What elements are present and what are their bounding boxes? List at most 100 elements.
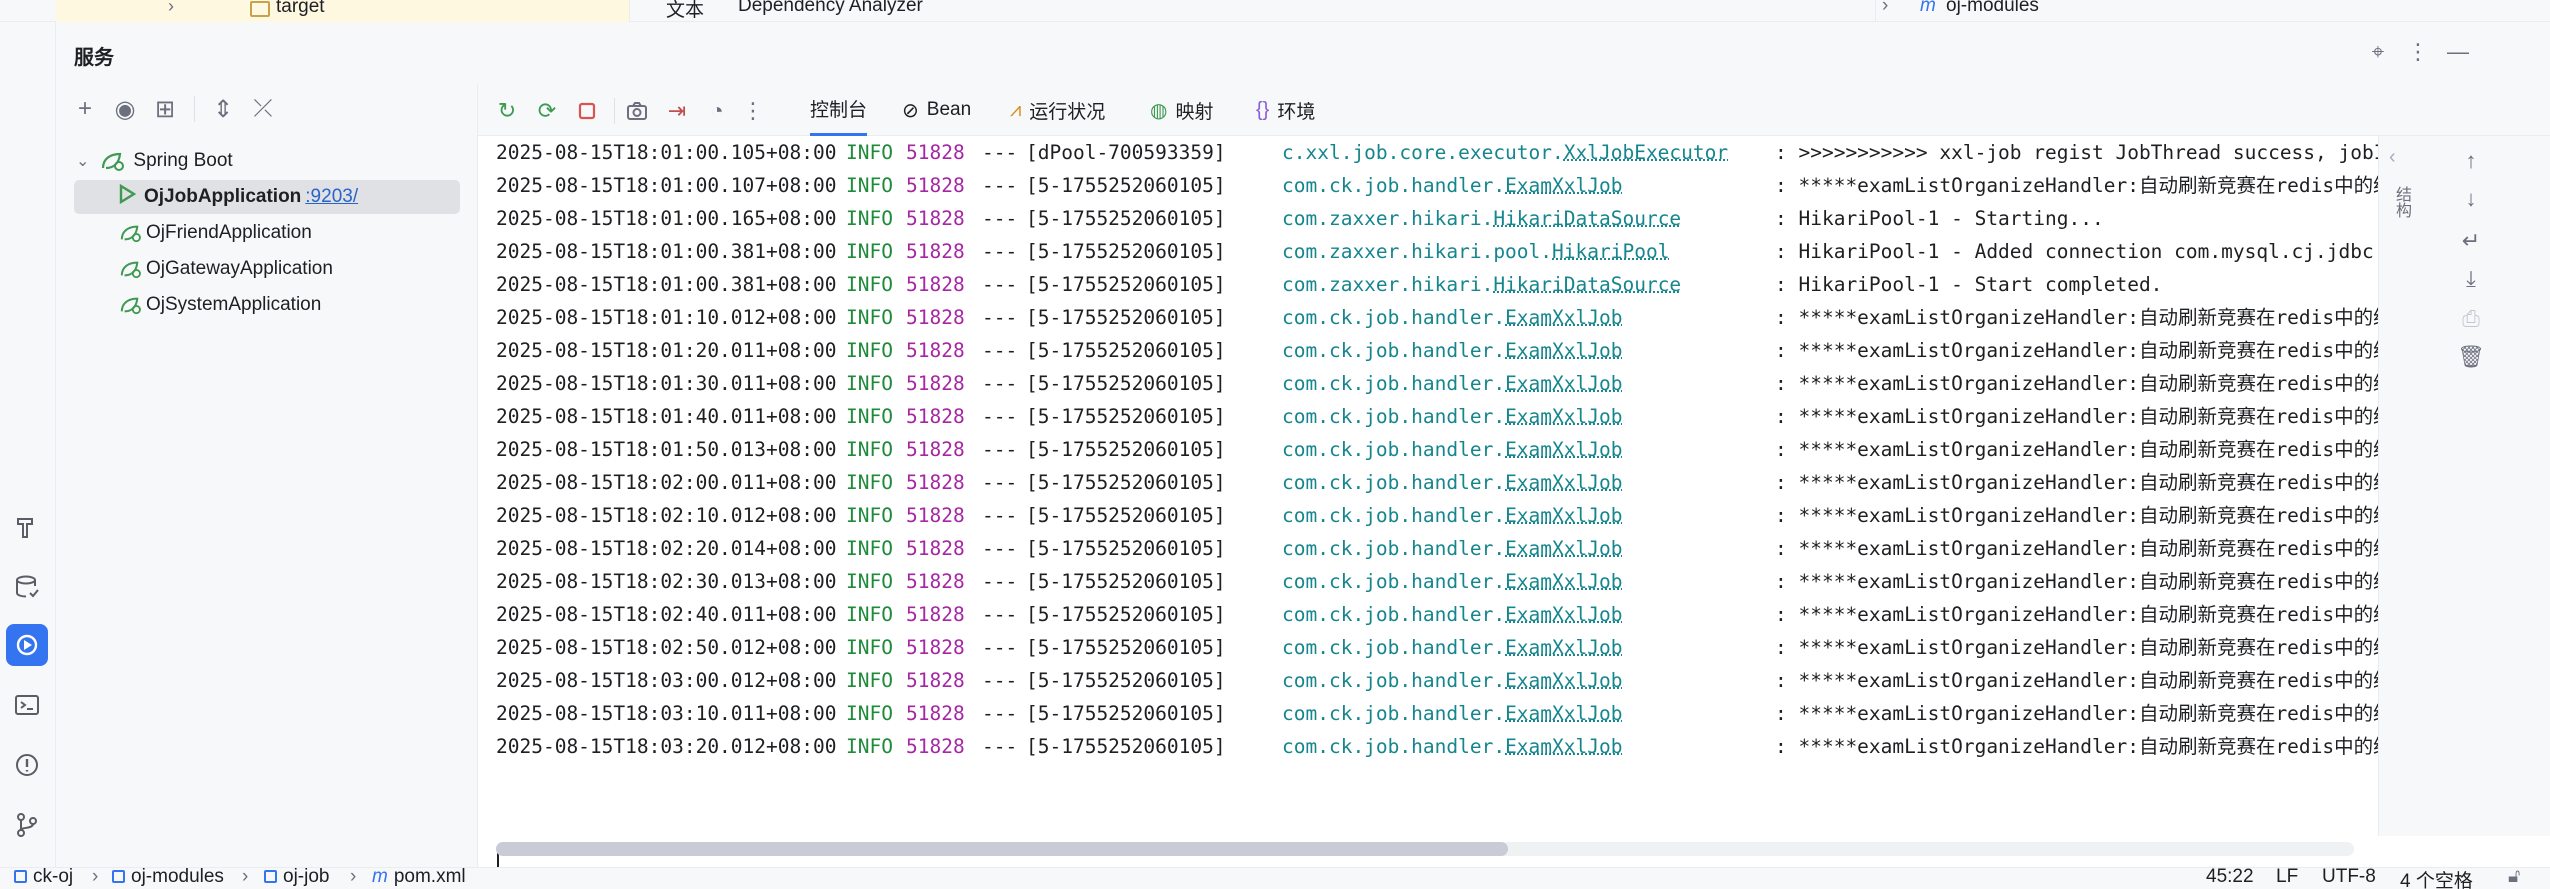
rerun-icon[interactable]: ↻	[492, 96, 522, 126]
exit-icon[interactable]: ⇥	[662, 96, 692, 126]
logger-class-link[interactable]: HikariDataSource	[1493, 273, 1681, 296]
eye-icon[interactable]: ◉	[110, 94, 140, 124]
indent-setting[interactable]: 4 个空格	[2400, 866, 2473, 889]
log-message: : *****examListOrganizeHandler:自动刷新竞赛在re…	[1775, 598, 2378, 631]
scroll-to-end-icon[interactable]: ⤓	[2456, 264, 2486, 294]
caret-position[interactable]: 45:22	[2206, 866, 2254, 888]
log-pid: 51828	[906, 202, 965, 235]
soft-wrap-icon[interactable]: ↵	[2456, 226, 2486, 256]
problems-tool-button[interactable]	[6, 744, 48, 786]
log-pid: 51828	[906, 697, 965, 730]
tab-mapping[interactable]: ◍ 映射	[1150, 84, 1213, 136]
crosshair-icon[interactable]: ⌖	[2364, 38, 2392, 66]
logger-class-link[interactable]: ExamXxlJob	[1505, 339, 1622, 362]
logger-class-link[interactable]: XxlJobExecutor	[1564, 141, 1728, 164]
tab-console[interactable]: 控制台	[810, 84, 867, 136]
log-pid: 51828	[906, 367, 965, 400]
expand-all-icon[interactable]: ⇕	[208, 94, 238, 124]
build-tool-button[interactable]	[6, 506, 48, 548]
tree-node-spring-boot[interactable]: ⌄ Spring Boot	[76, 144, 233, 178]
stop-icon[interactable]	[572, 96, 602, 126]
services-tool-button[interactable]	[6, 624, 48, 666]
tree-node-ojjobapplication[interactable]: OjJobApplication :9203/	[74, 180, 460, 214]
tab-environment[interactable]: {} 环境	[1256, 84, 1315, 136]
log-logger: com.ck.job.handler.ExamXxlJob	[1282, 169, 1622, 202]
trash-icon[interactable]: 🗑	[2456, 342, 2486, 372]
logger-class-link[interactable]: ExamXxlJob	[1505, 603, 1622, 626]
tab-health[interactable]: ⩘ 运行状况	[1010, 84, 1105, 136]
collapse-all-icon[interactable]: ⤫	[248, 94, 278, 124]
structure-label[interactable]: 结构	[2389, 186, 2413, 218]
app-port-link[interactable]: :9203/	[305, 186, 358, 208]
module-icon	[264, 870, 277, 883]
run-triangle-icon	[118, 184, 136, 210]
arrow-down-icon[interactable]: ↓	[2456, 184, 2486, 214]
logger-class-link[interactable]: HikariPool	[1552, 240, 1669, 263]
console-log-output[interactable]: 2025-08-15T18:01:00.105+08:00INFO51828--…	[478, 136, 2378, 836]
log-level: INFO	[846, 598, 893, 631]
log-pid: 51828	[906, 169, 965, 202]
crumb-oj-job[interactable]: oj-job	[264, 866, 329, 888]
log-separator: ---	[982, 334, 1017, 367]
arrow-up-icon[interactable]: ↑	[2456, 146, 2486, 176]
tab-dependency-analyzer[interactable]: Dependency Analyzer	[738, 0, 923, 17]
logger-class-link[interactable]: ExamXxlJob	[1505, 174, 1622, 197]
logger-class-link[interactable]: ExamXxlJob	[1505, 537, 1622, 560]
logger-class-link[interactable]: ExamXxlJob	[1505, 438, 1622, 461]
chevron-down-icon[interactable]: ⌄	[76, 151, 89, 171]
speedometer-icon[interactable]: ◔	[702, 96, 732, 126]
chevron-left-icon[interactable]: ‹	[2389, 146, 2396, 169]
logger-package: com.zaxxer.hikari.	[1282, 207, 1493, 230]
print-icon[interactable]: ⎙	[2456, 304, 2486, 334]
crumb-oj-modules[interactable]: oj-modules	[1946, 0, 2039, 17]
project-tree-remnant: › target	[56, 0, 630, 22]
line-separator[interactable]: LF	[2276, 866, 2298, 888]
logger-class-link[interactable]: ExamXxlJob	[1505, 669, 1622, 692]
logger-class-link[interactable]: ExamXxlJob	[1505, 372, 1622, 395]
chevron-right-icon[interactable]: ›	[168, 0, 174, 17]
log-thread: [5-1755252060105]	[1026, 730, 1226, 763]
tab-bean[interactable]: ⊘ Bean	[902, 84, 971, 136]
chevron-right-icon: ›	[350, 866, 356, 888]
add-service-icon[interactable]: +	[70, 94, 100, 124]
crumb-oj-modules[interactable]: oj-modules	[112, 866, 224, 888]
camera-icon[interactable]	[622, 96, 652, 126]
tree-node-ojgatewayapplication[interactable]: OjGatewayApplication	[118, 252, 333, 286]
more-options-icon[interactable]: ⋮	[738, 96, 768, 126]
lock-icon[interactable]: 🔓︎	[2508, 866, 2520, 888]
file-encoding[interactable]: UTF-8	[2322, 866, 2376, 888]
log-line: 2025-08-15T18:02:10.012+08:00INFO51828--…	[496, 499, 836, 532]
log-pid: 51828	[906, 631, 965, 664]
new-group-icon[interactable]: ⊞	[150, 94, 180, 124]
tree-node-ojsystemapplication[interactable]: OjSystemApplication	[118, 288, 321, 322]
logger-class-link[interactable]: ExamXxlJob	[1505, 504, 1622, 527]
logger-class-link[interactable]: ExamXxlJob	[1505, 702, 1622, 725]
more-options-icon[interactable]: ⋮	[2404, 38, 2432, 66]
tree-node-ojfriendapplication[interactable]: OjFriendApplication	[118, 216, 312, 250]
crumb-ck-oj[interactable]: ck-oj	[14, 866, 73, 888]
git-tool-button[interactable]	[6, 804, 48, 846]
logger-class-link[interactable]: ExamXxlJob	[1505, 405, 1622, 428]
log-pid: 51828	[906, 268, 965, 301]
log-level: INFO	[846, 466, 893, 499]
logger-class-link[interactable]: HikariDataSource	[1493, 207, 1681, 230]
logger-class-link[interactable]: ExamXxlJob	[1505, 471, 1622, 494]
logger-class-link[interactable]: ExamXxlJob	[1505, 570, 1622, 593]
restart-icon[interactable]: ⟳	[532, 96, 562, 126]
top-breadcrumb: › m oj-modules	[1875, 0, 2475, 22]
scrollbar-thumb[interactable]	[496, 842, 1508, 856]
logger-package: com.ck.job.handler.	[1282, 636, 1505, 659]
logger-class-link[interactable]: ExamXxlJob	[1505, 735, 1622, 758]
terminal-tool-button[interactable]	[6, 684, 48, 726]
logger-class-link[interactable]: ExamXxlJob	[1505, 306, 1622, 329]
spring-boot-icon	[118, 259, 142, 279]
crumb-pom-xml[interactable]: mpom.xml	[372, 866, 466, 888]
minimize-icon[interactable]: —	[2444, 38, 2472, 66]
log-level: INFO	[846, 730, 893, 763]
tree-item-target[interactable]: target	[276, 0, 325, 18]
logger-class-link[interactable]: ExamXxlJob	[1505, 636, 1622, 659]
database-tool-button[interactable]	[6, 566, 48, 608]
horizontal-scrollbar[interactable]	[496, 842, 2354, 856]
log-message: : >>>>>>>>>>> xxl-job regist JobThread s…	[1775, 136, 2378, 169]
log-timestamp: 2025-08-15T18:02:00.011+08:00	[496, 471, 836, 494]
